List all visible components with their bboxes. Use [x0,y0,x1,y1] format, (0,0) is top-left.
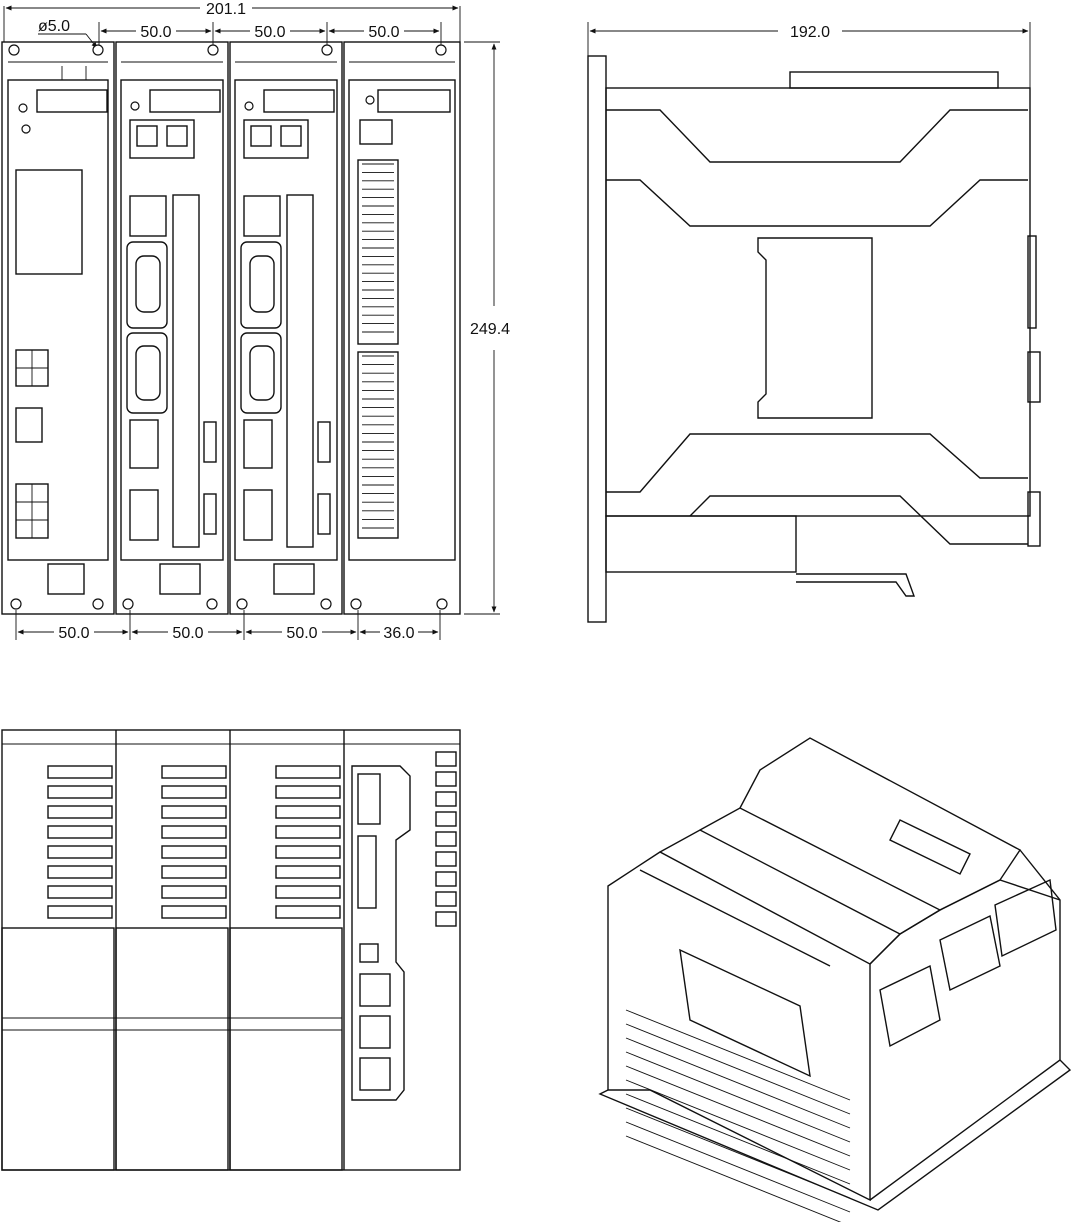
bottom-pitch-3: 50.0 [286,625,317,642]
depth-dimension: 192.0 [587,22,1031,90]
axis-module-2-front [229,41,343,615]
top-pitch-2: 50.0 [254,24,285,41]
top-pitch-1: 50.0 [140,24,171,41]
io-module-front [343,41,461,615]
overall-width-label: 201.1 [206,1,246,18]
bottom-pitch-2: 50.0 [172,625,203,642]
terminal-pins [362,163,394,529]
hole-diameter-callout: ø5.0 [38,18,98,49]
iso-fins [625,1009,851,1222]
height-label: 249.4 [470,321,510,338]
depth-label: 192.0 [790,24,830,41]
top-pitch-3: 50.0 [368,24,399,41]
front-view: 201.1 ø5.0 50.0 50.0 50.0 [1,1,510,642]
bottom-view [1,729,461,1171]
hole-diameter-label: ø5.0 [38,18,70,35]
bottom-pitch-4: 36.0 [383,625,414,642]
power-module-front [1,41,115,615]
axis-module-1-front [115,41,229,615]
side-fins [435,751,457,927]
bottom-pitch-1: 50.0 [58,625,89,642]
overall-width-dimension: 201.1 [3,1,461,42]
isometric-view [598,737,1072,1222]
cooling-fins [47,765,341,919]
top-pitch-dimensions: 50.0 50.0 50.0 [98,22,442,50]
side-view: 192.0 [587,22,1041,623]
bottom-pitch-dimensions: 50.0 50.0 50.0 36.0 [15,610,441,642]
height-dimension: 249.4 [464,41,510,615]
